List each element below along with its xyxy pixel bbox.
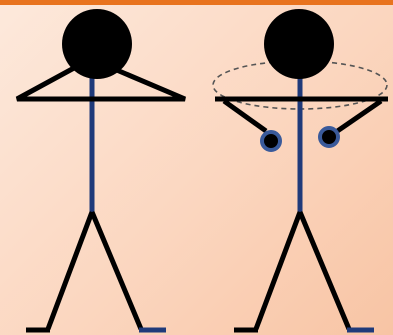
- figure2-right-leg: [300, 212, 349, 329]
- figure-arms-rotation: [213, 9, 388, 330]
- figure2-right-hand: [320, 128, 338, 146]
- figure1-head: [62, 9, 132, 79]
- figure2-left-hand: [262, 132, 280, 150]
- figure1-left-leg: [48, 212, 92, 329]
- figure2-left-leg: [256, 212, 300, 329]
- figure1-right-leg: [92, 212, 141, 329]
- figure-hands-behind-head: [17, 9, 185, 330]
- figure2-right-forearm: [336, 101, 381, 132]
- figure2-head: [264, 9, 334, 79]
- figure2-left-forearm: [224, 101, 266, 131]
